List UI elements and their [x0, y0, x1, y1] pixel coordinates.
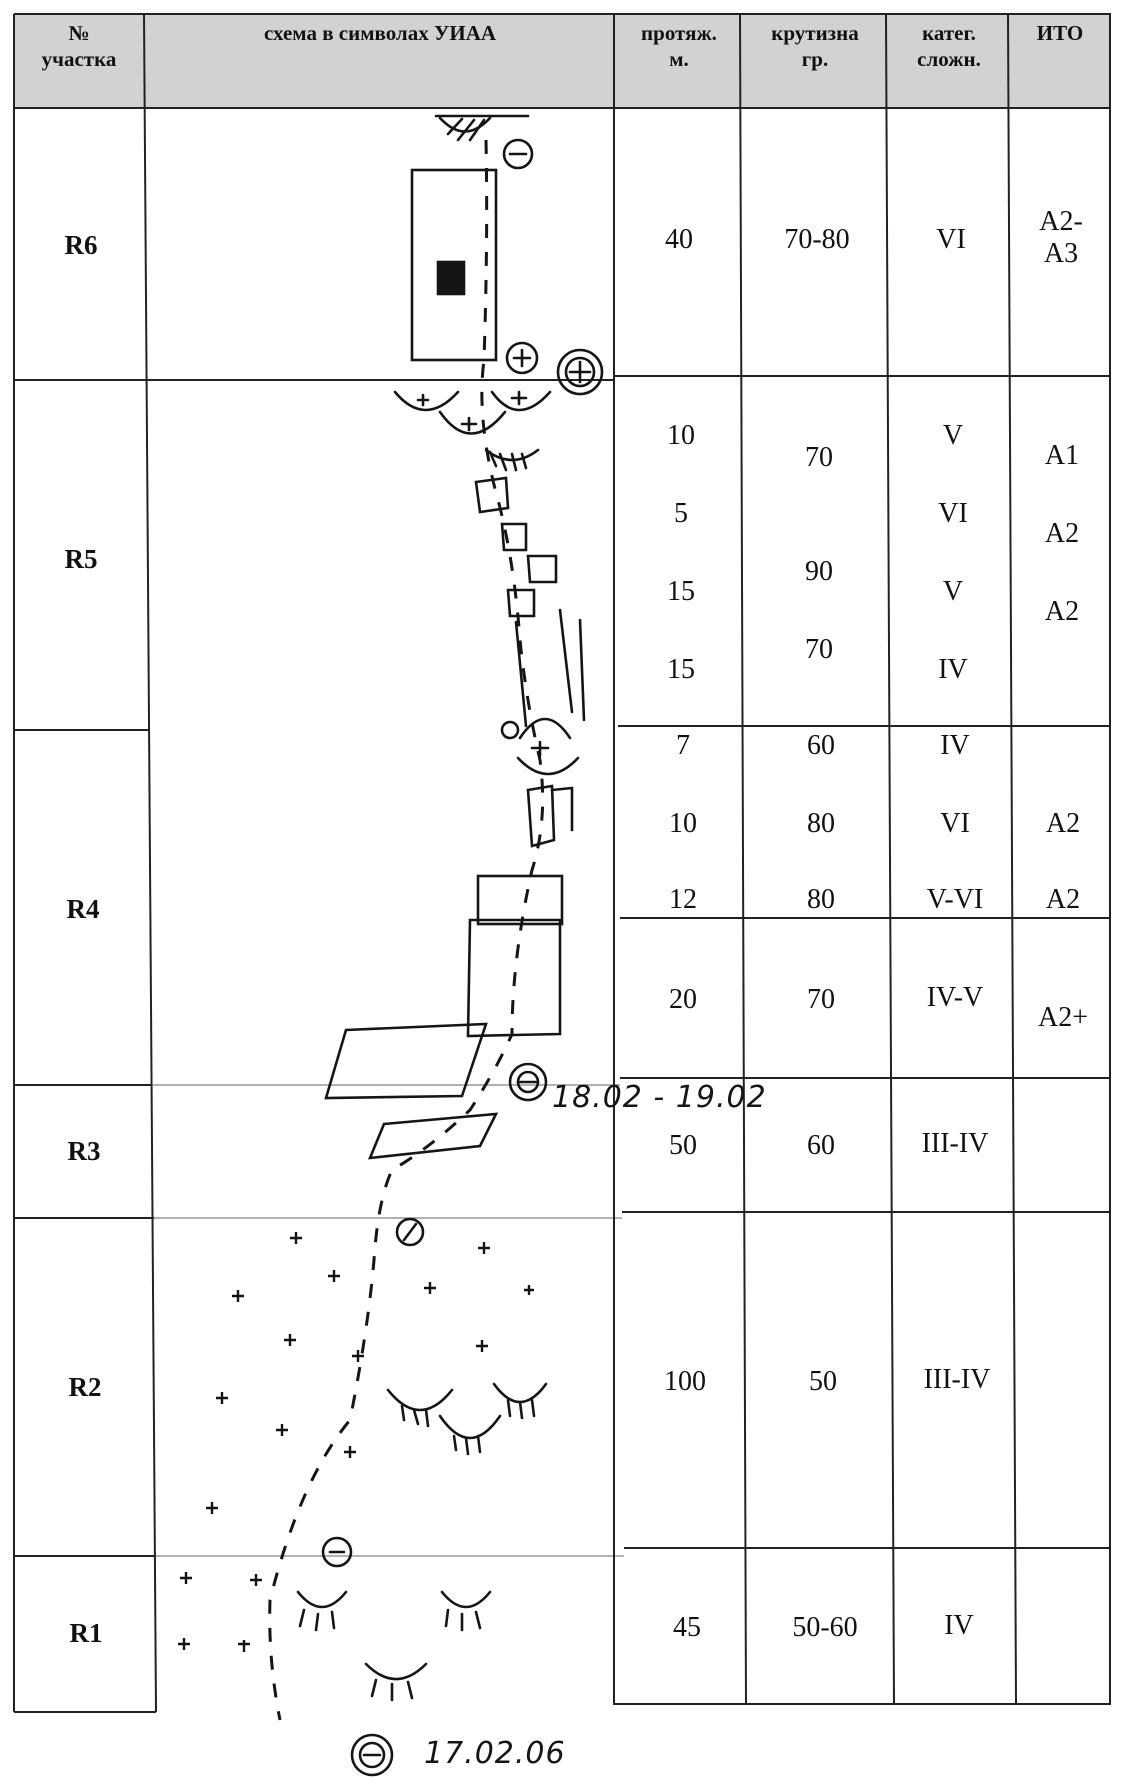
r4-ito-2: A2 [1045, 884, 1081, 915]
r4-steepness-3: 80 [807, 884, 835, 915]
row-id-r2: R2 [68, 1372, 102, 1402]
r5-length-1: 10 [667, 420, 695, 451]
r5-ito-3: A2 [1044, 596, 1080, 627]
header-category-line2: сложн. [917, 47, 981, 71]
start-date-annotation: 17.02.06 [424, 1736, 566, 1771]
block-1 [474, 476, 510, 514]
r1-length: 45 [673, 1612, 701, 1643]
header-number-line1: № [68, 21, 90, 45]
plus-circle-icon [505, 341, 539, 375]
wall-r4-upper [476, 874, 564, 926]
r4-ito-3: A2+ [1037, 1002, 1088, 1033]
bivouac-icon [508, 1062, 548, 1102]
header-scheme: схема в символах УИАА [263, 21, 497, 45]
r5-category-2: VI [938, 498, 968, 529]
r4-steepness-1: 60 [807, 730, 835, 761]
cross-marks [178, 1232, 534, 1652]
row-id-r5: R5 [64, 544, 98, 574]
header-steepness-line1: крутизна [771, 21, 859, 45]
r3-length: 50 [669, 1130, 697, 1161]
r4-category-4: IV-V [926, 982, 984, 1013]
header-category: катег. сложн. [888, 20, 1010, 72]
header-ito: ИТО [1036, 21, 1084, 45]
r5-steepness-2: 90 [805, 556, 833, 587]
route-line [268, 139, 545, 1721]
header-length: протяж. м. [616, 20, 742, 72]
black-block-icon [436, 260, 466, 296]
bivouac-dates-annotation: 18.02 - 19.02 [552, 1080, 767, 1115]
r2-category: III-IV [923, 1364, 991, 1395]
r4-length-1: 7 [676, 730, 690, 761]
r4-category-1: IV [940, 730, 970, 761]
header-background [14, 14, 1110, 108]
slab-r4 [324, 1022, 488, 1100]
r2-steepness: 50 [809, 1366, 837, 1397]
scree-arc [386, 1388, 454, 1412]
r4-steepness-2: 80 [807, 808, 835, 839]
r1-category: IV [944, 1610, 974, 1641]
block-2 [526, 784, 556, 848]
r4-ito-1: A2 [1045, 808, 1081, 839]
r6-ito-line1: A2- [1039, 206, 1083, 237]
row-id-r3: R3 [67, 1136, 101, 1166]
r6-category: VI [936, 224, 966, 255]
r5-length-3: 15 [667, 576, 695, 607]
r4-length-2: 10 [669, 808, 697, 839]
slash-circle-icon [395, 1217, 425, 1247]
wall-r6 [410, 168, 498, 362]
header-steepness-line2: гр. [801, 47, 829, 71]
header-length-line1: протяж. [641, 21, 717, 45]
r2-length: 100 [664, 1366, 706, 1397]
r4-length-4: 20 [669, 984, 697, 1015]
r5-steepness-3: 70 [805, 634, 833, 665]
r6-ito: A2- A3 [1012, 206, 1110, 270]
r5-ito-2: A2 [1044, 518, 1080, 549]
r5-length-2: 5 [674, 498, 688, 529]
r5-steepness-1: 70 [805, 442, 833, 473]
minus-circle-icon [502, 138, 534, 170]
r5-category-3: V [942, 576, 964, 607]
r6-ito-line2: A3 [1043, 238, 1079, 269]
r5-ito-1: A1 [1044, 440, 1080, 471]
wall-r4-lower [466, 918, 562, 1038]
row-id-r6: R6 [64, 230, 98, 260]
header-number: № участка [14, 20, 144, 72]
r5-category-4: IV [938, 654, 968, 685]
r6-length: 40 [665, 224, 693, 255]
row-id-r4: R4 [66, 894, 100, 924]
r5-length-4: 15 [667, 654, 695, 685]
r4-category-3: V-VI [926, 884, 984, 915]
r3-steepness: 60 [807, 1130, 835, 1161]
row-id-r1: R1 [69, 1618, 103, 1648]
ledge-arc [393, 390, 460, 412]
r4-category-2: VI [940, 808, 970, 839]
header-number-line2: участка [41, 47, 117, 71]
double-plus-circle-icon [556, 348, 604, 396]
r5-category-1: V [942, 420, 964, 451]
start-circle-icon [350, 1733, 394, 1777]
r3-category: III-IV [921, 1128, 989, 1159]
route-scheme-drawing [296, 114, 604, 1777]
slab-r3 [367, 1112, 499, 1160]
header-length-line2: м. [669, 47, 689, 71]
r6-steepness: 70-80 [784, 224, 850, 255]
r1-steepness: 50-60 [792, 1612, 858, 1643]
r4-steepness-4: 70 [807, 984, 835, 1015]
header-steepness: крутизна гр. [742, 20, 888, 72]
header-category-line1: катег. [922, 21, 976, 45]
minus-circle-icon-r1 [321, 1536, 353, 1568]
r4-length-3: 12 [669, 884, 697, 915]
